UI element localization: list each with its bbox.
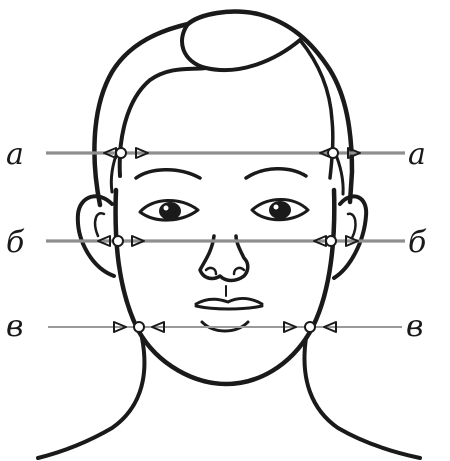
label-v-right: в xyxy=(406,309,423,344)
point-v-right xyxy=(305,322,315,332)
label-b-left: б xyxy=(6,225,25,260)
measure-line-v: в в xyxy=(6,309,423,344)
hairline xyxy=(120,68,206,176)
point-a-right xyxy=(328,148,338,158)
neck-right xyxy=(304,338,420,458)
point-v-left xyxy=(134,322,144,332)
point-b-right xyxy=(326,236,336,246)
label-b-right: б xyxy=(408,225,427,260)
nostril-left xyxy=(206,268,216,274)
eyebrow-left xyxy=(136,170,200,178)
ear-right-inner xyxy=(348,214,355,238)
ear-left-inner xyxy=(95,213,104,236)
hair-swoop xyxy=(182,24,300,70)
point-a-left xyxy=(116,148,126,158)
nostril-right xyxy=(234,268,244,274)
measure-line-a: а а xyxy=(6,137,426,172)
mouth-line xyxy=(196,306,262,309)
upper-lip xyxy=(196,299,262,305)
label-a-left: а xyxy=(6,137,24,172)
head-outline xyxy=(94,12,352,205)
iris-left xyxy=(159,202,181,220)
eye-left xyxy=(140,200,198,220)
neck-left xyxy=(38,338,144,458)
eye-right xyxy=(252,200,308,220)
point-b-left xyxy=(113,236,123,246)
nose xyxy=(200,236,248,281)
eyebrow-right xyxy=(246,169,306,178)
iris-right xyxy=(269,201,291,219)
hair-outline xyxy=(94,12,352,205)
label-v-left: в xyxy=(6,309,23,344)
face-contour xyxy=(116,190,335,384)
label-a-right: а xyxy=(408,137,426,172)
